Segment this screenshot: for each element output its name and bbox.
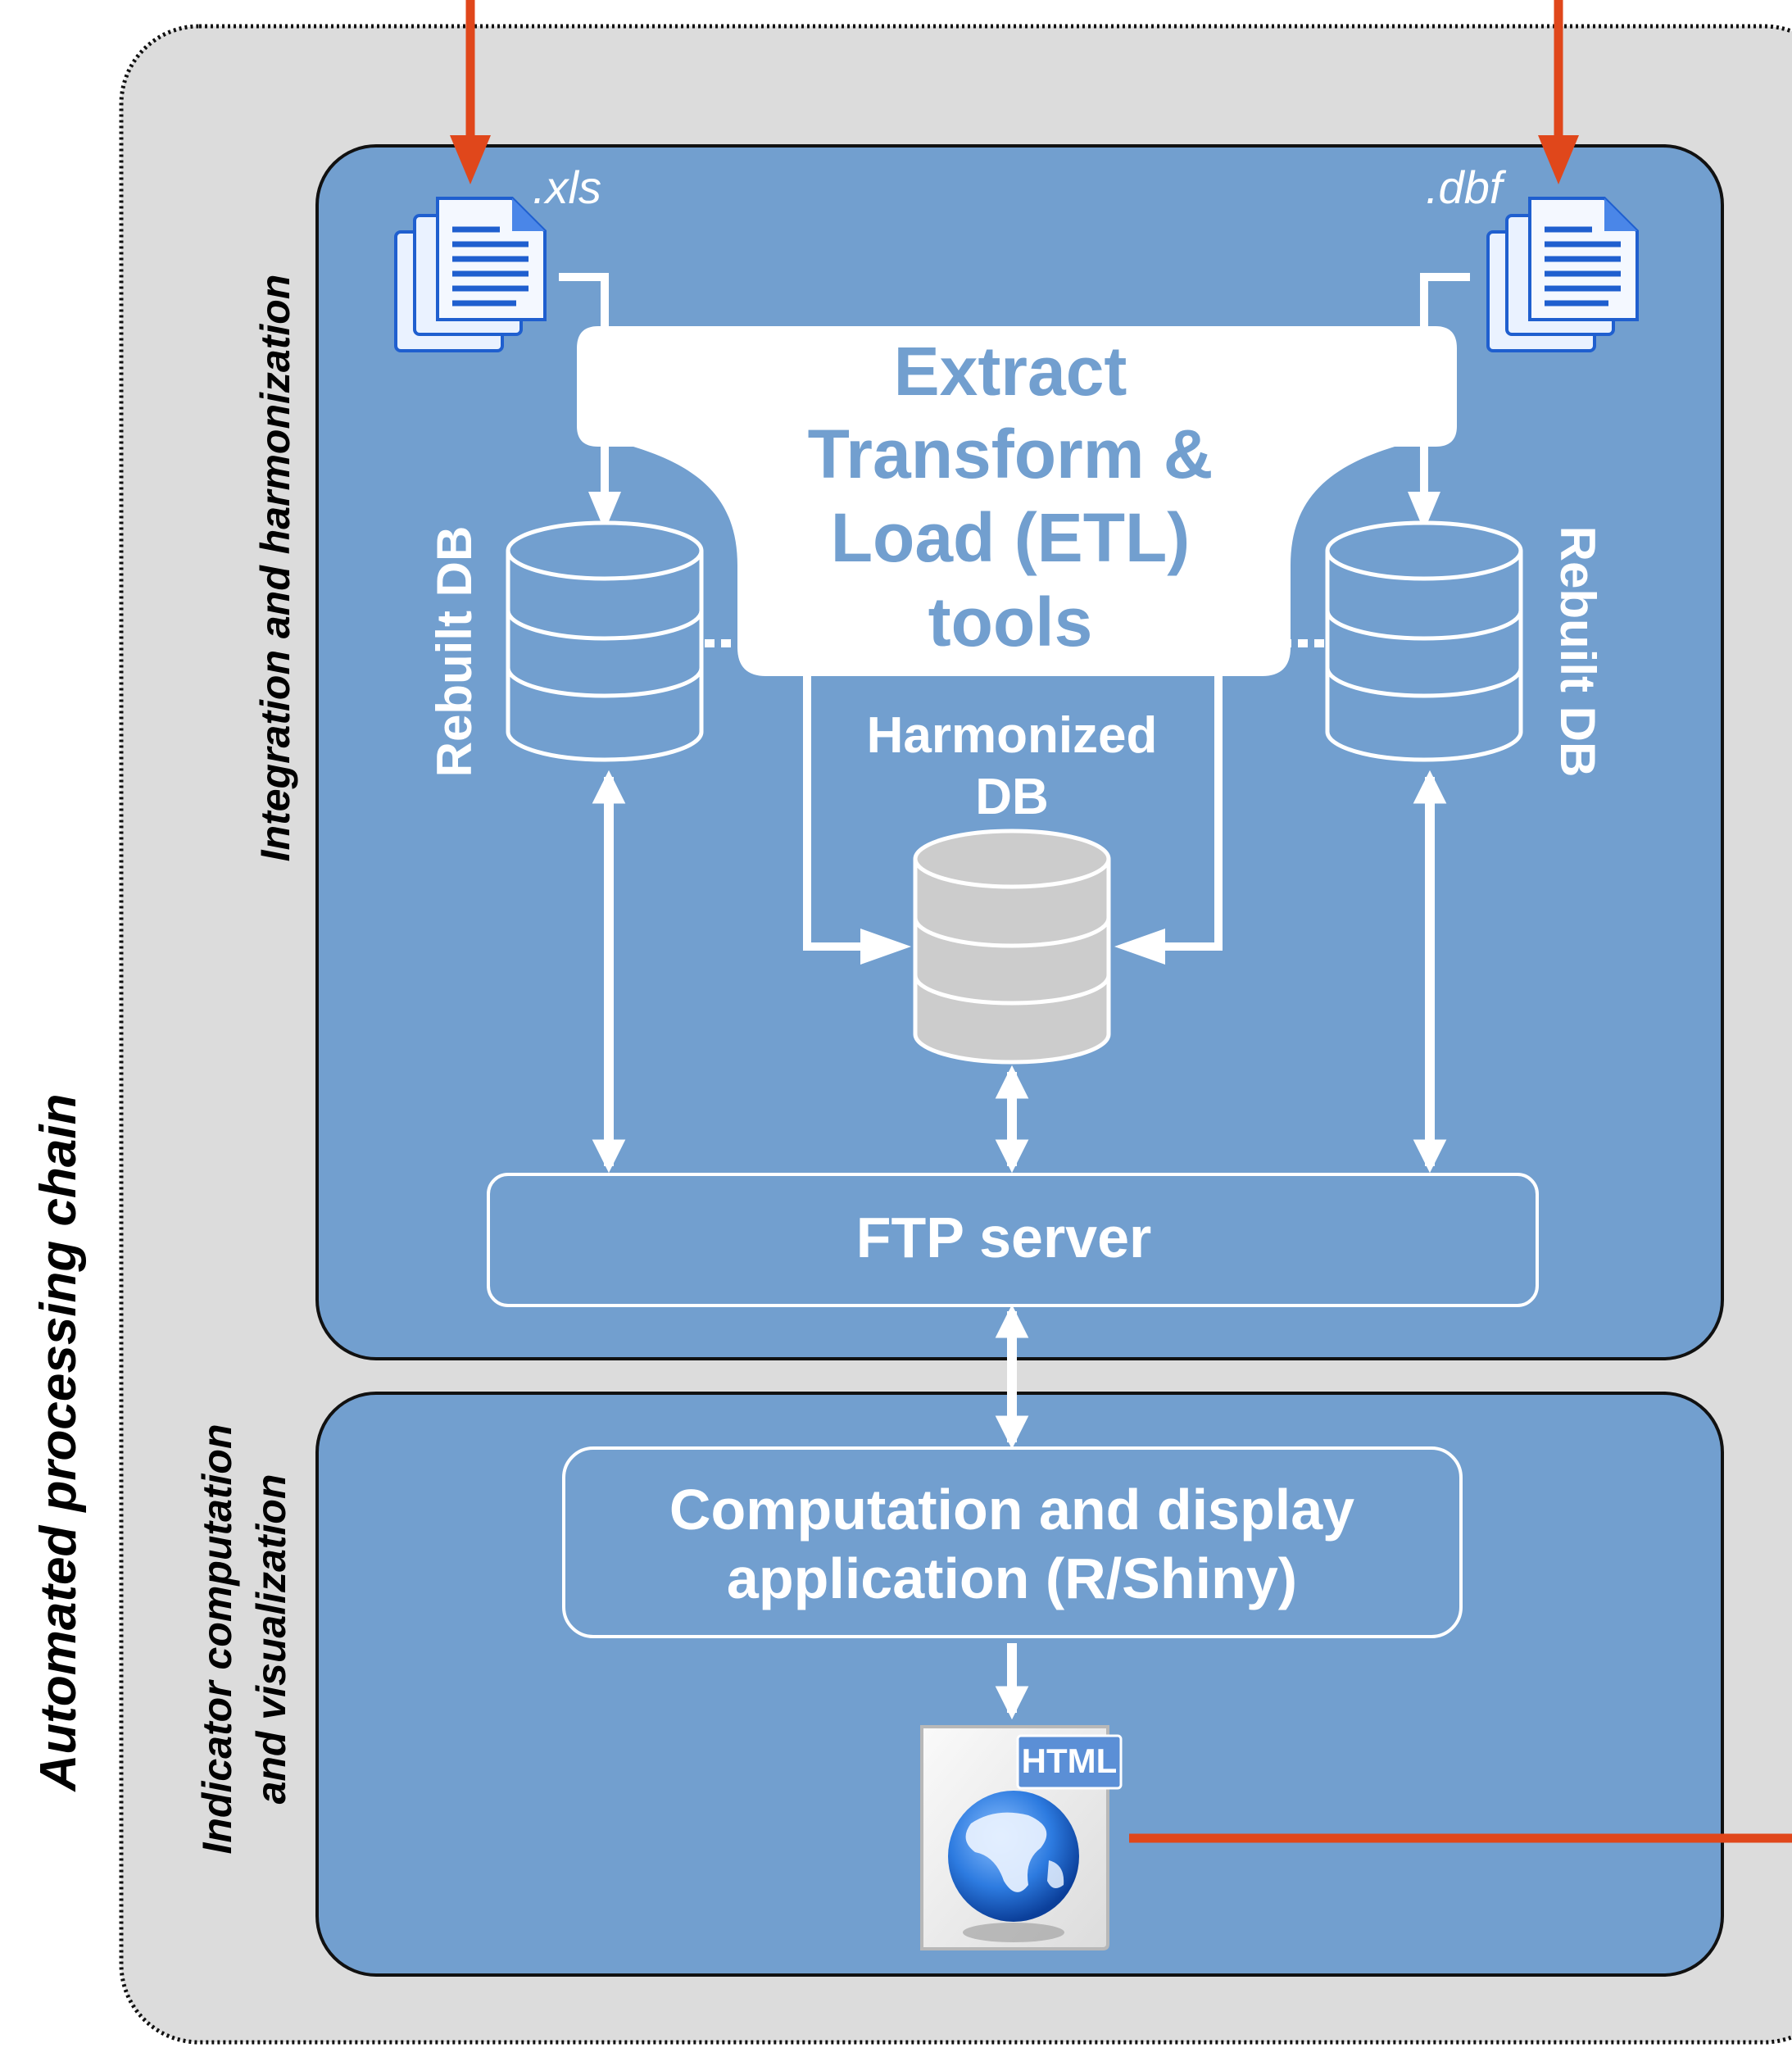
rebuilt-db-right-cylinder xyxy=(1325,520,1523,762)
ftp-server-label: FTP server xyxy=(856,1206,1152,1269)
etl-line-1: Extract xyxy=(894,333,1127,410)
computation-app-line2: application (R/Shiny) xyxy=(727,1546,1297,1610)
harmonized-db-label-line1: Harmonized xyxy=(867,707,1158,764)
integration-section-label: Integration and harmonization xyxy=(252,275,298,862)
html-output-icon xyxy=(920,1725,1123,1950)
right-db-to-harmonized-connector xyxy=(1114,639,1324,965)
rebuilt-db-right-label: Rebuilt DB xyxy=(1550,526,1605,778)
right-doc-to-db-connector xyxy=(1408,273,1470,531)
left-doc-to-db-connector xyxy=(559,273,621,531)
etl-line-4: tools xyxy=(928,584,1093,661)
rebuilt-db-left-label: Rebuilt DB xyxy=(427,526,482,778)
left-db-to-harmonized-connector xyxy=(705,639,911,965)
input-arrow-right-head xyxy=(1538,135,1579,184)
input-arrow-left-head xyxy=(450,135,491,184)
etl-tools-shape xyxy=(577,326,1457,676)
dbf-document-icon xyxy=(1486,197,1639,352)
rebuilt-db-left-cylinder xyxy=(506,520,704,762)
etl-line-2: Transform & xyxy=(808,416,1214,493)
dbf-extension-label: .dbf xyxy=(1426,161,1507,213)
harmonized-db-label-line2: DB xyxy=(975,769,1049,825)
indicator-section-label-line2: and visualization xyxy=(248,1474,294,1805)
harmonized-db-cylinder xyxy=(913,829,1111,1065)
etl-line-3: Load (ETL) xyxy=(831,499,1191,576)
computation-app-line1: Computation and display xyxy=(669,1478,1354,1542)
automated-processing-label: Automated processing chain xyxy=(30,1094,87,1793)
indicator-section-label-line1: Indicator computation xyxy=(194,1424,240,1855)
xls-extension-label: .xls xyxy=(533,161,601,213)
computation-app-box xyxy=(562,1446,1463,1638)
html-badge-label: HTML xyxy=(1022,1741,1118,1780)
xls-document-icon xyxy=(394,197,547,352)
